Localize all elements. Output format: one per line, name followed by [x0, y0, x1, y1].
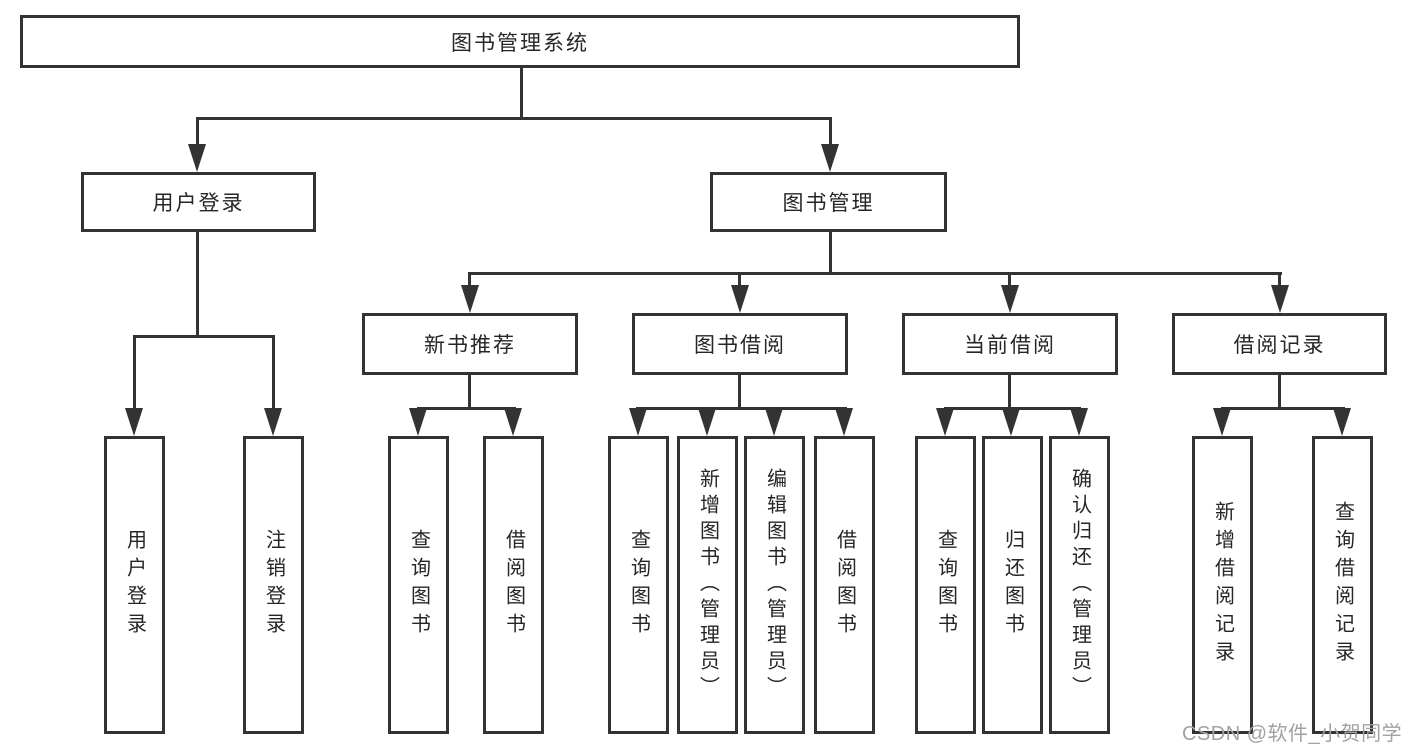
- node-borrow-add-books-admin-label: 新增图书（管理员）: [696, 468, 719, 702]
- edge-root-hbar: [196, 117, 832, 120]
- csdn-watermark: CSDN @软件_小贺同学: [1182, 723, 1403, 745]
- node-borrow-query-books: 查询图书: [608, 436, 669, 734]
- edge-drop-leaf-user-login: [133, 335, 136, 409]
- node-book-management-label: 图书管理: [782, 192, 875, 215]
- edge-drop-leaf-logout: [272, 335, 275, 409]
- arrowhead-to-current-confirm: [1070, 408, 1088, 436]
- node-current-return-books-label: 归还图书: [1001, 529, 1024, 641]
- node-user-login-label: 用户登录: [152, 192, 245, 215]
- node-recommend-borrow-books-label: 借阅图书: [502, 529, 525, 641]
- node-borrow-query-books-label: 查询图书: [627, 529, 650, 641]
- node-root-label: 图书管理系统: [451, 31, 589, 55]
- arrowhead-to-book-borrow: [731, 285, 749, 313]
- edge-user-login-hbar: [133, 335, 275, 338]
- edge-drop-new-book-recommend: [468, 272, 471, 287]
- edge-records-hbar: [1221, 407, 1345, 410]
- node-borrow-add-books-admin: 新增图书（管理员）: [677, 436, 738, 734]
- node-recommend-query-books-label: 查询图书: [407, 529, 430, 641]
- arrowhead-to-new-book-recommend: [461, 285, 479, 313]
- node-borrow-borrow-books: 借阅图书: [814, 436, 875, 734]
- edge-drop-borrow-records: [1278, 272, 1281, 287]
- node-records-query-record-label: 查询借阅记录: [1331, 501, 1354, 669]
- edge-drop-book-borrow: [738, 272, 741, 287]
- arrowhead-to-borrow-query: [629, 408, 647, 436]
- arrowhead-to-user-login: [188, 144, 206, 172]
- node-current-confirm-return-admin: 确认归还（管理员）: [1049, 436, 1110, 734]
- edge-recommend-hbar: [417, 407, 516, 410]
- node-records-query-record: 查询借阅记录: [1312, 436, 1373, 734]
- arrowhead-to-recommend-borrow: [504, 408, 522, 436]
- arrowhead-to-borrow-borrow: [835, 408, 853, 436]
- arrowhead-to-leaf-logout: [264, 408, 282, 436]
- arrowhead-to-records-query: [1333, 408, 1351, 436]
- node-records-add-record-label: 新增借阅记录: [1211, 501, 1234, 669]
- node-book-management: 图书管理: [710, 172, 947, 232]
- arrowhead-to-current-query: [936, 408, 954, 436]
- node-current-borrow: 当前借阅: [902, 313, 1118, 375]
- node-current-query-books: 查询图书: [915, 436, 976, 734]
- edge-current-stem: [1008, 375, 1011, 407]
- edge-records-stem: [1278, 375, 1281, 407]
- node-leaf-user-login: 用户登录: [104, 436, 165, 734]
- arrowhead-to-recommend-query: [409, 408, 427, 436]
- edge-drop-user-login: [196, 117, 199, 144]
- edge-drop-book-management: [829, 117, 832, 144]
- edge-root-stem: [520, 68, 523, 117]
- arrowhead-to-borrow-add: [698, 408, 716, 436]
- edge-borrow-hbar: [636, 407, 847, 410]
- arrowhead-to-records-add: [1213, 408, 1231, 436]
- arrowhead-to-leaf-user-login: [125, 408, 143, 436]
- arrowhead-to-current-return: [1002, 408, 1020, 436]
- edge-drop-current-borrow: [1008, 272, 1011, 287]
- node-book-borrow-label: 图书借阅: [694, 334, 786, 357]
- node-leaf-logout: 注销登录: [243, 436, 304, 734]
- edge-borrow-stem: [738, 375, 741, 407]
- node-borrow-edit-books-admin-label: 编辑图书（管理员）: [763, 468, 786, 702]
- node-borrow-records: 借阅记录: [1172, 313, 1387, 375]
- arrowhead-to-current-borrow: [1001, 285, 1019, 313]
- node-new-book-recommend-label: 新书推荐: [424, 334, 516, 357]
- edge-user-login-stem: [196, 232, 199, 335]
- node-user-login: 用户登录: [81, 172, 316, 232]
- node-root: 图书管理系统: [20, 15, 1020, 68]
- node-current-borrow-label: 当前借阅: [964, 334, 1056, 357]
- node-current-confirm-return-admin-label: 确认归还（管理员）: [1068, 468, 1091, 702]
- node-borrow-borrow-books-label: 借阅图书: [833, 529, 856, 641]
- node-recommend-query-books: 查询图书: [388, 436, 449, 734]
- edge-recommend-stem: [468, 375, 471, 407]
- node-records-add-record: 新增借阅记录: [1192, 436, 1253, 734]
- node-recommend-borrow-books: 借阅图书: [483, 436, 544, 734]
- arrowhead-to-borrow-edit: [765, 408, 783, 436]
- node-borrow-edit-books-admin: 编辑图书（管理员）: [744, 436, 805, 734]
- node-current-query-books-label: 查询图书: [934, 529, 957, 641]
- edge-book-management-hbar: [468, 272, 1282, 275]
- arrowhead-to-borrow-records: [1271, 285, 1289, 313]
- node-book-borrow: 图书借阅: [632, 313, 848, 375]
- edge-book-management-stem: [829, 232, 832, 272]
- node-borrow-records-label: 借阅记录: [1233, 334, 1326, 357]
- node-leaf-logout-label: 注销登录: [262, 529, 285, 641]
- node-current-return-books: 归还图书: [982, 436, 1043, 734]
- arrowhead-to-book-management: [821, 144, 839, 172]
- node-new-book-recommend: 新书推荐: [362, 313, 578, 375]
- node-leaf-user-login-label: 用户登录: [123, 529, 146, 641]
